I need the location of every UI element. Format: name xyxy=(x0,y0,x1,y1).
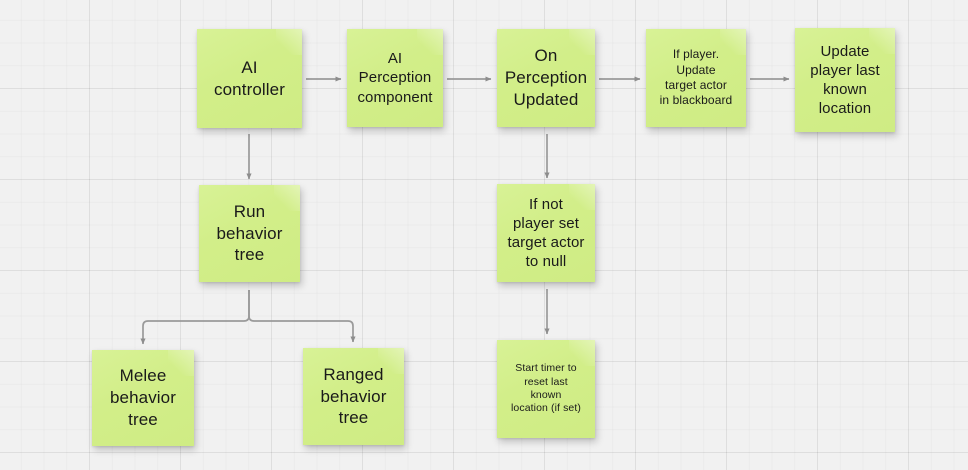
sticky-note-if-player-update-target-actor[interactable]: If player. Update target actor in blackb… xyxy=(646,29,746,127)
sticky-note-ranged-behavior-tree[interactable]: Ranged behavior tree xyxy=(303,348,404,445)
sticky-note-on-perception-updated[interactable]: On Perception Updated xyxy=(497,29,595,127)
connector-run-behavior-tree-to-melee[interactable] xyxy=(140,290,250,345)
sticky-note-ai-controller[interactable]: AI controller xyxy=(197,29,302,128)
sticky-note-run-behavior-tree[interactable]: Run behavior tree xyxy=(199,185,300,282)
sticky-note-if-not-player-set-target-actor-null[interactable]: If not player set target actor to null xyxy=(497,184,595,282)
sticky-note-melee-behavior-tree[interactable]: Melee behavior tree xyxy=(92,350,194,446)
connector-run-behavior-tree-to-ranged[interactable] xyxy=(248,290,356,343)
sticky-note-ai-perception-component[interactable]: AI Perception component xyxy=(347,29,443,127)
sticky-note-start-timer-reset-last-known-location[interactable]: Start timer to reset last known location… xyxy=(497,340,595,438)
sticky-note-update-player-last-known-location[interactable]: Update player last known location xyxy=(795,28,895,132)
